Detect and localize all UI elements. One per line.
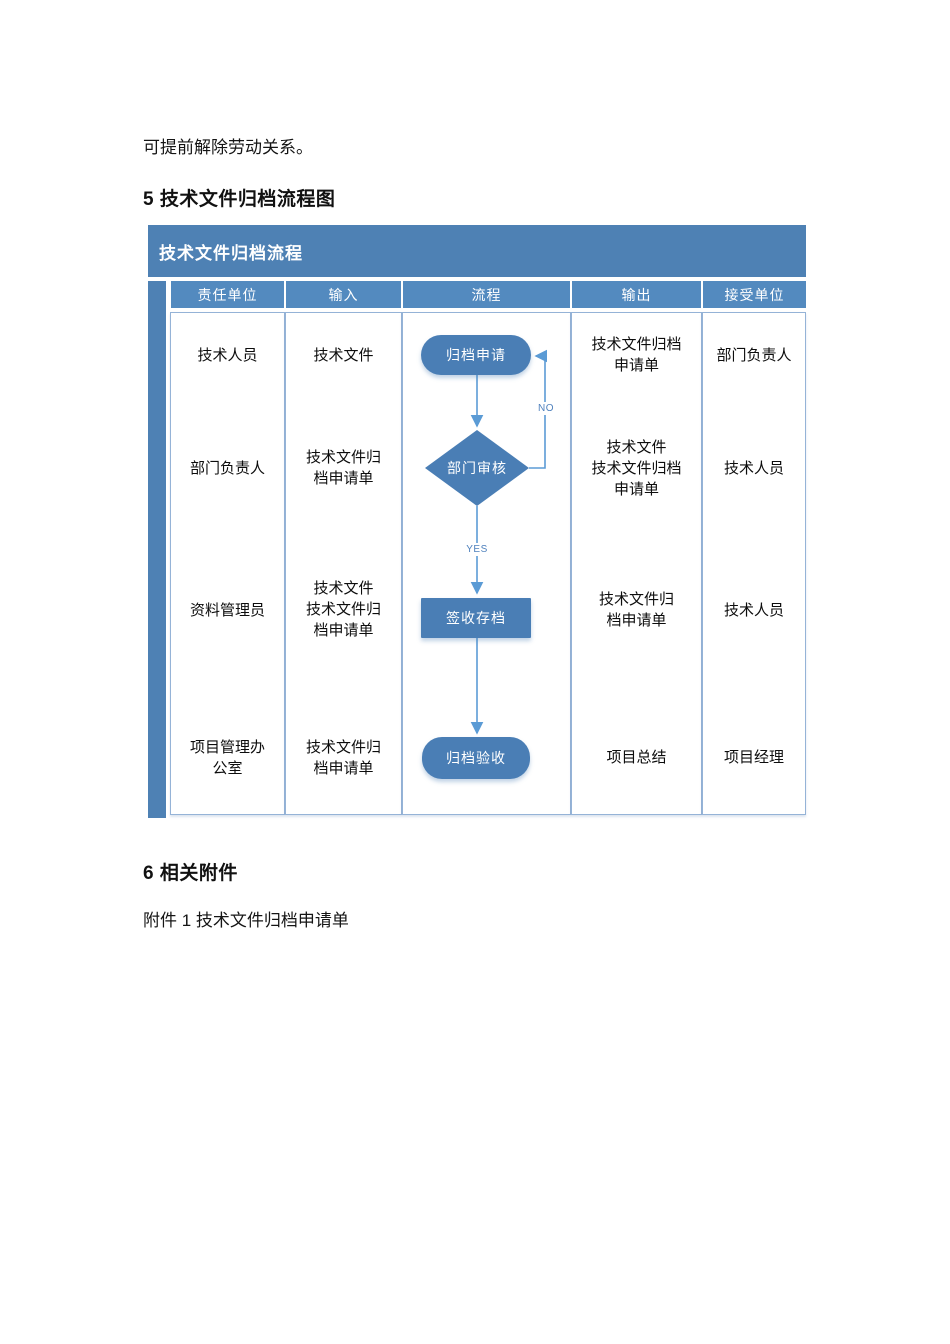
lane-input [285,312,402,815]
section-6-heading: 6 相关附件 [143,863,238,884]
cell-output-r1: 技术文件归档 申请单 [591,336,682,374]
cell-receiver-r1: 部门负责人 [716,346,792,364]
lane-output [571,312,702,815]
column-header-responsible: 责任单位 [171,281,284,308]
cell-responsible-r3: 资料管理员 [189,601,265,619]
cell-output-r3: 技术文件归 档申请单 [598,591,674,629]
cell-input-r2: 技术文件归 档申请单 [305,449,381,487]
cell-receiver-r3: 技术人员 [723,601,784,619]
section-5-heading: 5 技术文件归档流程图 [143,189,336,210]
flow-step-start: 归档申请 [421,335,531,375]
cell-input-r3: 技术文件 技术文件归 档申请单 [305,579,381,639]
cell-responsible-r2: 部门负责人 [189,459,265,477]
cell-input-r1: 技术文件 [313,346,374,364]
branch-label-yes: YES [462,543,492,556]
cell-input-r4: 技术文件归 档申请单 [305,738,381,777]
column-header-input: 输入 [286,281,401,308]
lane-responsible [170,312,285,815]
column-header-process: 流程 [403,281,570,308]
cell-output-r2: 技术文件 技术文件归档 申请单 [591,438,682,498]
flow-step-end: 归档验收 [422,737,530,779]
column-header-receiver: 接受单位 [703,281,806,308]
cell-responsible-r4: 项目管理办 公室 [189,738,265,777]
cell-responsible-r1: 技术人员 [197,346,258,364]
intro-paragraph: 可提前解除劳动关系。 [143,138,313,157]
flow-step-process: 签收存档 [421,598,531,638]
lane-receiver [702,312,806,815]
flowchart-table: 技术文件归档流程 责任单位 输入 流程 输出 接受单位 技术人员 技术文件 技术… [148,225,806,818]
cell-output-r4: 项目总结 [606,749,667,766]
branch-label-no: NO [533,402,559,415]
cell-receiver-r2: 技术人员 [723,459,784,477]
flowchart-title-banner: 技术文件归档流程 [148,225,806,277]
attachment-1-line: 附件 1 技术文件归档申请单 [143,911,349,930]
column-header-output: 输出 [572,281,701,308]
left-accent-stripe [148,281,166,818]
flow-step-decision-label: 部门审核 [447,460,507,476]
cell-receiver-r4: 项目经理 [723,749,784,766]
flowchart-title: 技术文件归档流程 [159,243,303,263]
